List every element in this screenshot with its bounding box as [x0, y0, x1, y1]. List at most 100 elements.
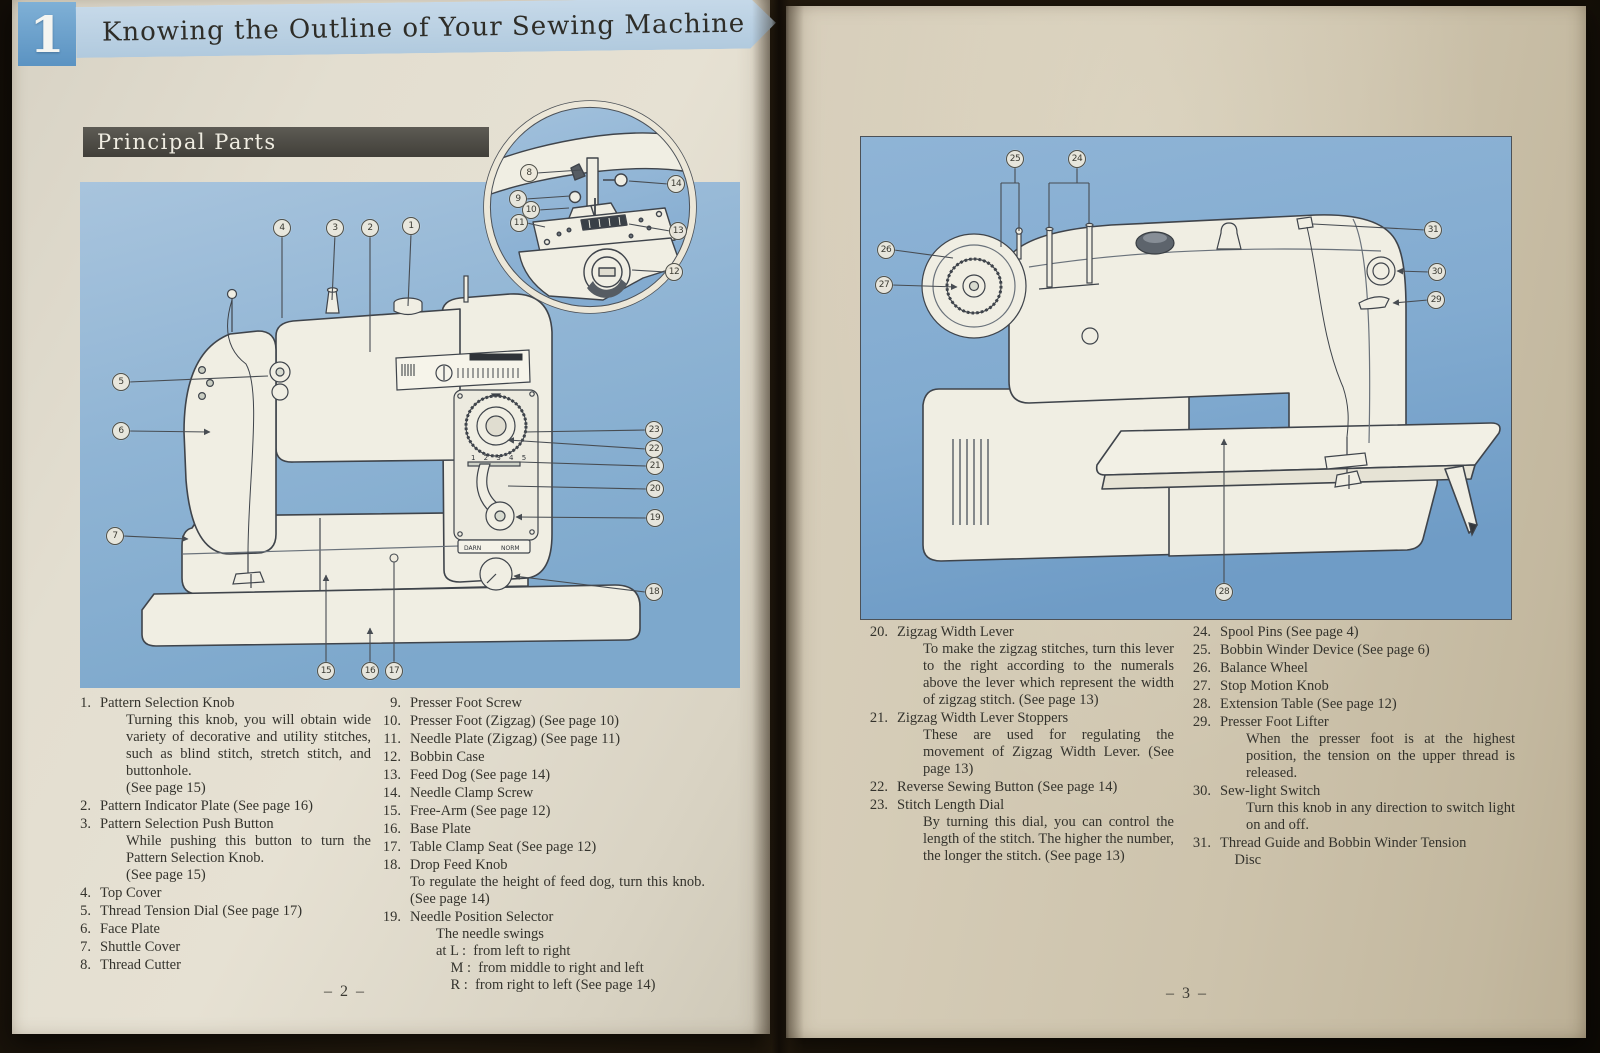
chapter-number-badge: 1	[18, 2, 76, 66]
part-name: Bobbin Winder Device (See page 6)	[1220, 642, 1430, 658]
part-number: 10.	[382, 713, 401, 729]
part-number: 8.	[80, 957, 91, 973]
parts-list-item: 13. Feed Dog (See page 14)	[373, 767, 705, 784]
callout-number: 8	[526, 168, 532, 178]
sewing-machine-rear-illustration	[861, 137, 1511, 619]
diagram-callout: 30	[1428, 263, 1446, 281]
part-number: 17.	[382, 839, 401, 855]
parts-list-item: 30. Sew-light Switch Turn this knob in a…	[1183, 783, 1515, 834]
page-number-right: – 3 –	[1166, 985, 1208, 1002]
part-name: Face Plate	[100, 921, 160, 937]
diagram-callout: 14	[667, 175, 685, 193]
callout-number: 24	[1071, 154, 1083, 164]
part-name: Bobbin Case	[410, 749, 485, 765]
diagram-callout: 15	[317, 662, 335, 680]
book-gutter-shadow	[752, 0, 804, 1053]
parts-list-items-1-8: 1. Pattern Selection Knob Turning this k…	[63, 695, 371, 975]
parts-list-item: 6. Face Plate	[63, 921, 371, 938]
part-name: Sew-light Switch	[1220, 783, 1321, 799]
part-description: The needle swings at L : from left to ri…	[436, 926, 656, 993]
callout-number: 15	[320, 666, 332, 676]
chapter-title: Knowing the Outline of Your Sewing Machi…	[101, 8, 746, 48]
part-description: By turning this dial, you can control th…	[923, 814, 1174, 864]
parts-list-items-20-23: 20. Zigzag Width Lever To make the zigza…	[860, 624, 1174, 866]
callout-number: 2	[367, 223, 373, 233]
parts-list-item: 22. Reverse Sewing Button (See page 14)	[860, 779, 1174, 796]
callout-number: 30	[1431, 267, 1443, 277]
parts-list-item: 20. Zigzag Width Lever To make the zigza…	[860, 624, 1174, 709]
parts-list-item: 18. Drop Feed Knob To regulate the heigh…	[373, 857, 705, 908]
part-description: To make the zigzag stitches, turn this l…	[923, 641, 1174, 708]
part-name: Balance Wheel	[1220, 660, 1308, 676]
parts-list-item: 11. Needle Plate (Zigzag) (See page 11)	[373, 731, 705, 748]
diagram-callout: 11	[510, 214, 528, 232]
needle-area-illustration	[483, 100, 697, 314]
callout-number: 31	[1427, 225, 1439, 235]
part-name: Stitch Length Dial	[897, 797, 1005, 813]
part-name: Thread Cutter	[100, 957, 181, 973]
machine-details	[921, 216, 1478, 537]
diagram-callout: 12	[665, 263, 683, 281]
part-description: These are used for regulating the moveme…	[923, 727, 1174, 777]
parts-list-items-24-31: 24. Spool Pins (See page 4) 25. Bobbin W…	[1183, 624, 1515, 870]
parts-list-item: 8. Thread Cutter	[63, 957, 371, 974]
part-name: Shuttle Cover	[100, 939, 181, 955]
diagram-callout: 8	[520, 164, 538, 182]
part-name: Presser Foot (Zigzag) (See page 10)	[410, 713, 619, 729]
part-number: 22.	[869, 779, 888, 795]
part-description: While pushing this button to turn the Pa…	[126, 833, 371, 883]
parts-list-item: 3. Pattern Selection Push Button While p…	[63, 816, 371, 884]
part-number: 11.	[383, 731, 401, 747]
diagram-callout: 13	[669, 222, 687, 240]
diagram-callout: 26	[877, 241, 895, 259]
machine-labels: DARN NORM 1 2 3 4 5	[464, 454, 529, 552]
part-name: Needle Clamp Screw	[410, 785, 534, 801]
callout-number: 20	[649, 484, 661, 494]
part-number: 1.	[80, 695, 91, 711]
diagram-callout: 20	[646, 480, 664, 498]
callout-number: 19	[649, 513, 661, 523]
part-number: 30.	[1192, 783, 1211, 799]
parts-list-item: 9. Presser Foot Screw	[373, 695, 705, 712]
section-header-bar: Principal Parts	[83, 127, 489, 157]
callout-number: 14	[670, 179, 682, 189]
diagram-callout: 4	[273, 219, 291, 237]
part-name: Thread Tension Dial (See page 17)	[100, 903, 303, 919]
part-description: To regulate the height of feed dog, turn…	[410, 874, 705, 907]
part-name: Pattern Indicator Plate (See page 16)	[100, 798, 313, 814]
callout-number: 12	[668, 267, 680, 277]
part-name: Pattern Selection Push Button	[100, 816, 274, 832]
parts-list-item: 10. Presser Foot (Zigzag) (See page 10)	[373, 713, 705, 730]
part-name: Feed Dog (See page 14)	[410, 767, 551, 783]
diagram-callout: 31	[1424, 221, 1442, 239]
diagram-callout: 3	[326, 219, 344, 237]
part-number: 2.	[80, 798, 91, 814]
part-number: 16.	[382, 821, 401, 837]
parts-list-item: 27. Stop Motion Knob	[1183, 678, 1515, 695]
parts-list-item: 15. Free-Arm (See page 12)	[373, 803, 705, 820]
parts-list-item: 5. Thread Tension Dial (See page 17)	[63, 903, 371, 920]
callout-number: 21	[649, 461, 661, 471]
part-name: Base Plate	[410, 821, 471, 837]
part-name: Needle Plate (Zigzag) (See page 11)	[410, 731, 621, 747]
parts-list-item: 23. Stitch Length Dial By turning this d…	[860, 797, 1174, 865]
part-number: 15.	[382, 803, 401, 819]
part-number: 7.	[80, 939, 91, 955]
part-number: 19.	[382, 909, 401, 925]
part-number: 28.	[1192, 696, 1211, 712]
callout-number: 28	[1218, 587, 1230, 597]
parts-list-item: 14. Needle Clamp Screw	[373, 785, 705, 802]
part-name: Zigzag Width Lever Stoppers	[897, 710, 1069, 726]
callout-number: 26	[880, 245, 892, 255]
leader-lines	[122, 233, 647, 663]
page-number-left: – 2 –	[324, 983, 366, 1000]
part-name: Drop Feed Knob	[410, 857, 508, 873]
callout-number: 9	[515, 194, 521, 204]
leader-lines	[891, 167, 1430, 584]
part-name: Extension Table (See page 12)	[1220, 696, 1397, 712]
callout-number: 3	[332, 223, 338, 233]
parts-list-item: 7. Shuttle Cover	[63, 939, 371, 956]
zigzag-scale-label: 1 2 3 4 5	[471, 454, 529, 462]
